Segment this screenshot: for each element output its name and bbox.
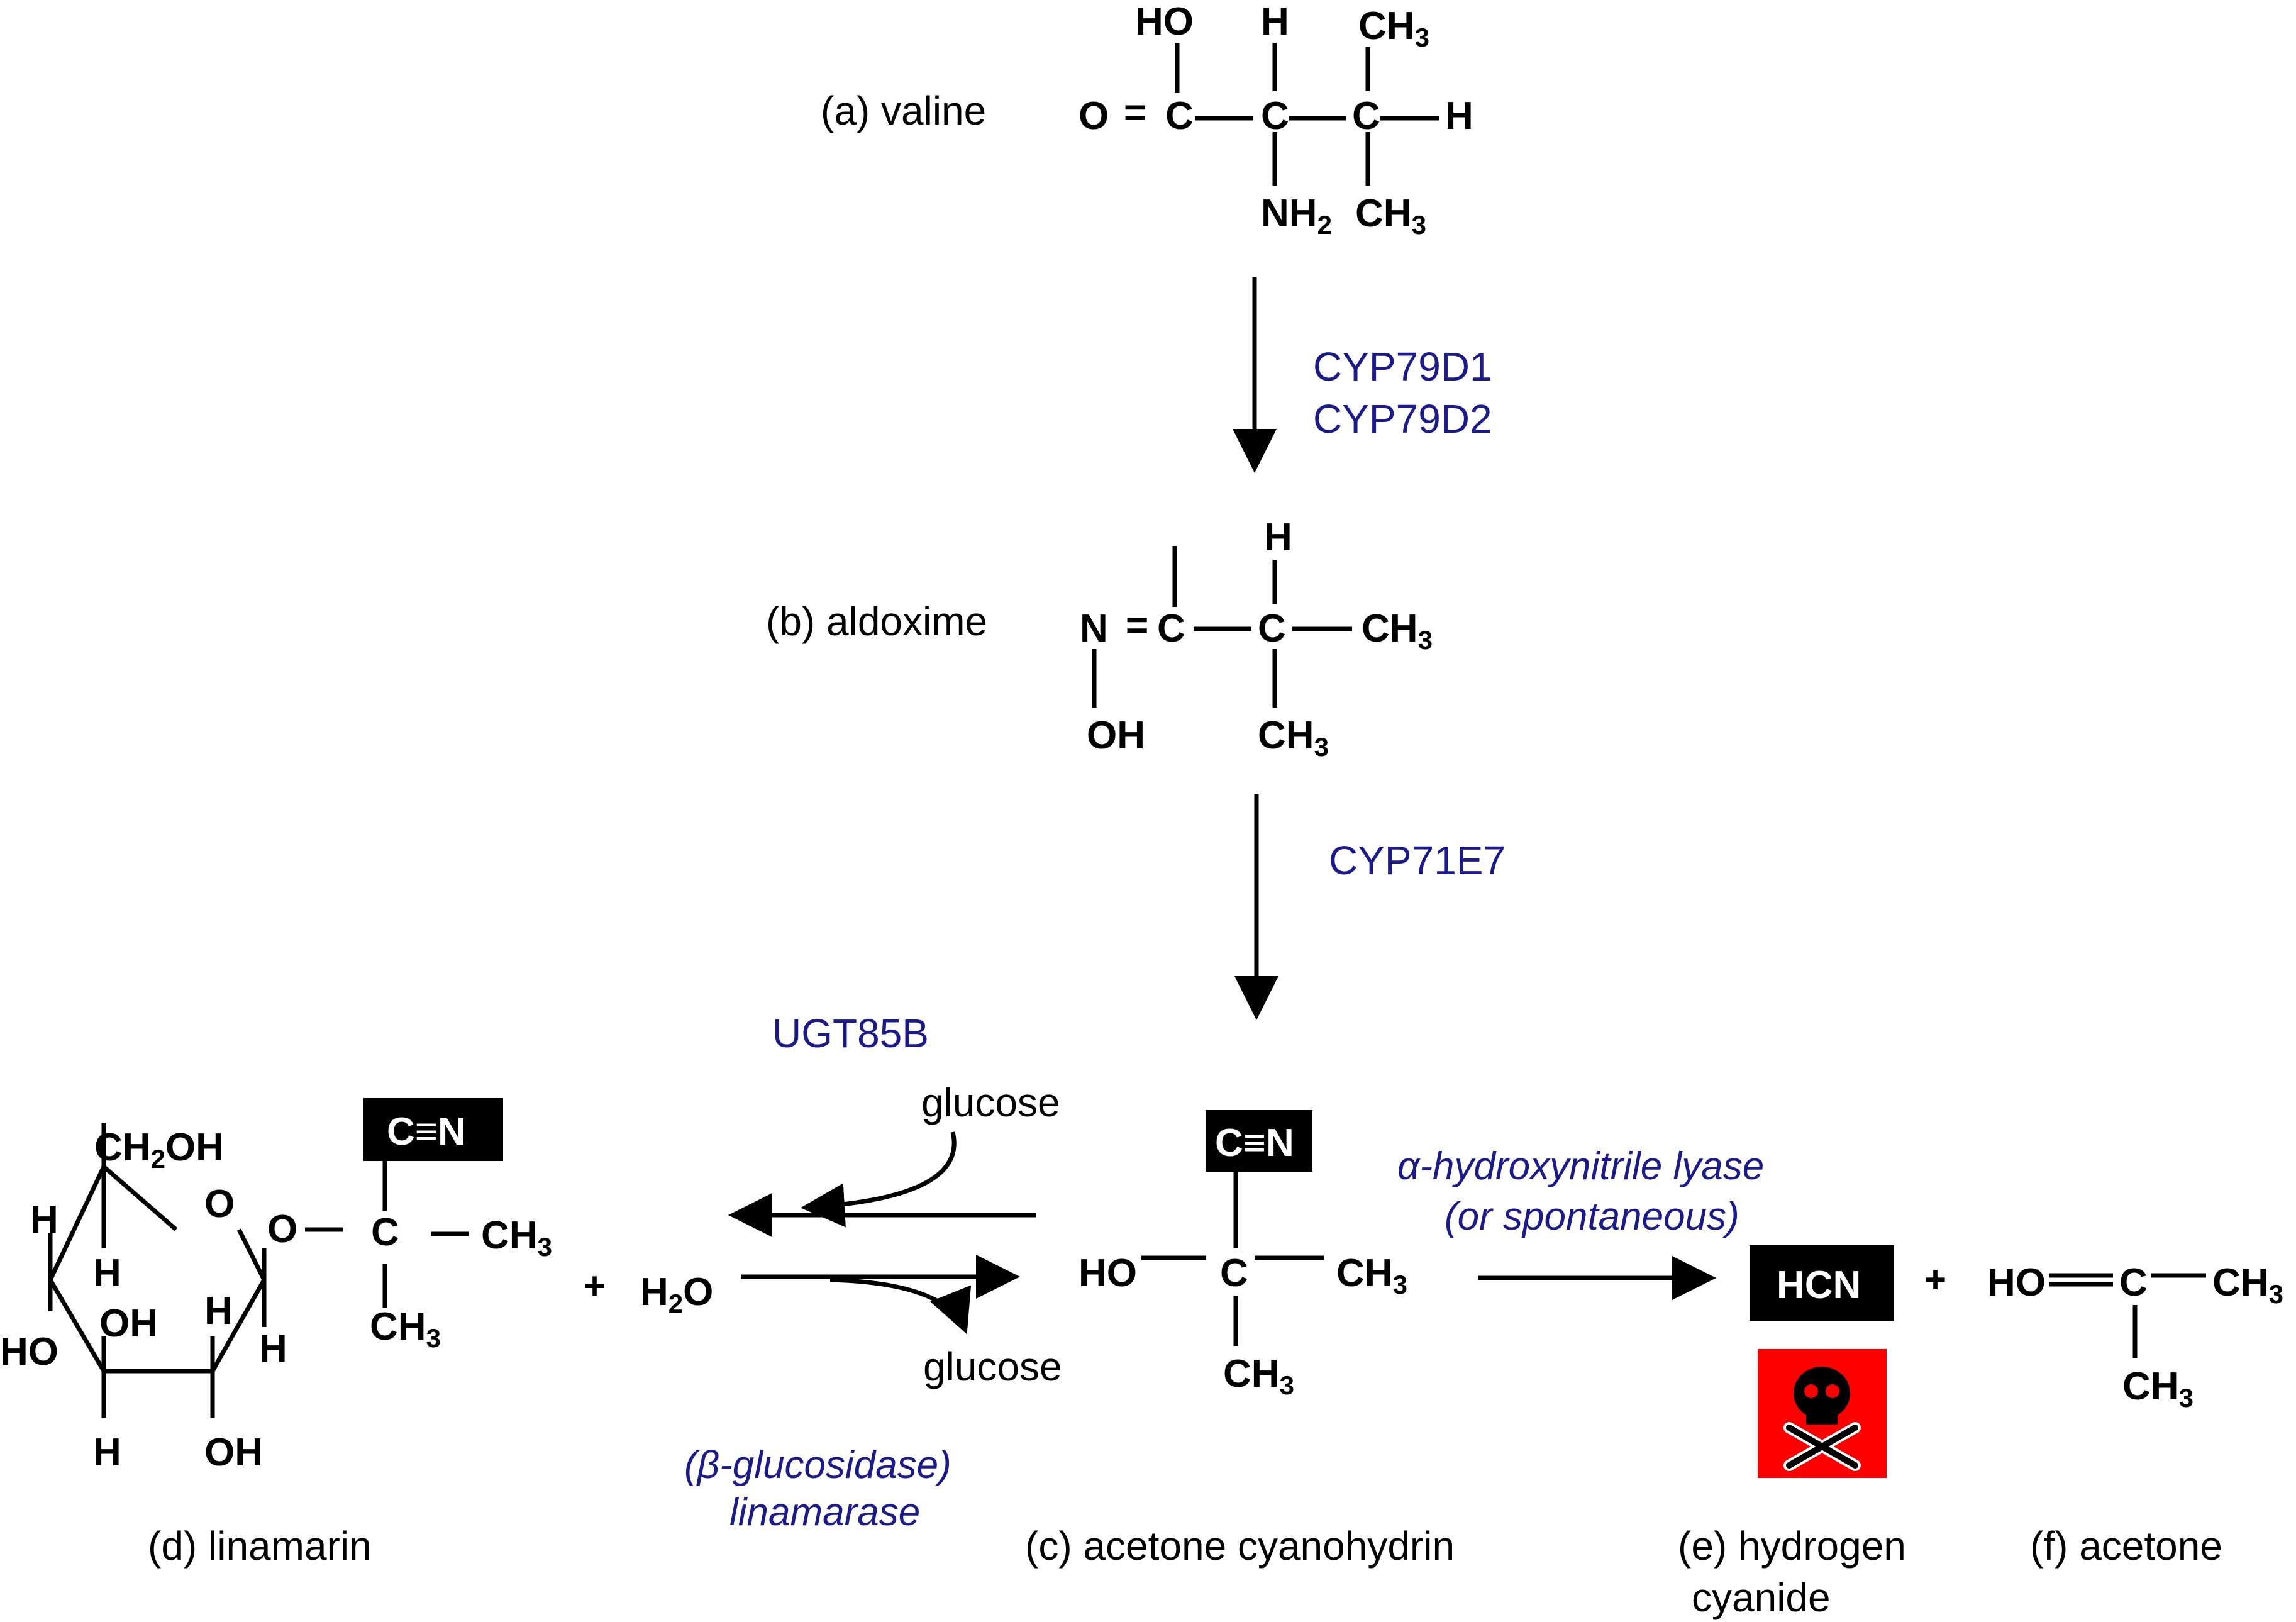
svg-text:CH3: CH3 xyxy=(1336,1252,1407,1299)
plus-sign-water: + xyxy=(584,1265,606,1307)
enzyme-ugt85b: UGT85B xyxy=(772,1011,929,1056)
aldoxime-structure: (b) aldoxime H N = C C CH3 OH CH3 xyxy=(766,516,1433,762)
svg-text:HO: HO xyxy=(1987,1261,2046,1304)
svg-text:C≡N: C≡N xyxy=(387,1110,466,1153)
svg-text:H: H xyxy=(259,1327,287,1370)
hcn-box xyxy=(1750,1245,1894,1321)
aldoxime-label: (b) aldoxime xyxy=(766,599,987,644)
svg-text:H: H xyxy=(30,1198,58,1241)
enzyme-linamarase: linamarase xyxy=(729,1491,920,1534)
enzyme-lyase: α-hydroxynitrile lyase xyxy=(1397,1145,1764,1188)
svg-text:O: O xyxy=(267,1208,297,1251)
svg-text:C: C xyxy=(1258,607,1286,650)
svg-text:OH: OH xyxy=(204,1431,263,1474)
svg-text:N: N xyxy=(1080,607,1108,650)
valine-label: (a) valine xyxy=(821,88,986,133)
enzyme-glucosidase: (β-glucosidase) xyxy=(684,1443,951,1487)
svg-text:C: C xyxy=(1352,94,1380,138)
enzyme-lyase-alt: (or spontaneous) xyxy=(1445,1195,1739,1238)
svg-text:H: H xyxy=(1261,0,1289,43)
svg-text:H: H xyxy=(1445,94,1473,138)
linamarin-label: (d) linamarin xyxy=(148,1523,372,1569)
enzyme-cyp79d2: CYP79D2 xyxy=(1313,396,1492,442)
svg-text:HO: HO xyxy=(1079,1252,1137,1295)
valine-structure: (a) valine HO H CH3 O = C C C H NH2 CH3 xyxy=(821,0,1473,240)
svg-text:C: C xyxy=(1165,94,1194,138)
svg-text:HO: HO xyxy=(0,1330,58,1374)
svg-text:CH3: CH3 xyxy=(1355,192,1426,240)
svg-text:C≡N: C≡N xyxy=(1215,1121,1294,1165)
svg-text:CH3: CH3 xyxy=(2122,1365,2193,1413)
water-label: H2O xyxy=(640,1270,713,1318)
linamarin-structure: CH2OH O H H HO OH H H OH H O C≡N C CH3 xyxy=(0,1098,552,1569)
nitrile-box-d xyxy=(363,1098,503,1161)
enzyme-cyp71e7: CYP71E7 xyxy=(1329,838,1506,883)
svg-text:HCN: HCN xyxy=(1777,1264,1861,1307)
svg-text:CH3: CH3 xyxy=(370,1305,441,1353)
enzyme-cyp79d1: CYP79D1 xyxy=(1313,344,1492,389)
acetone-label: (f) acetone xyxy=(2030,1523,2222,1569)
svg-text:H: H xyxy=(1264,516,1292,559)
svg-text:O: O xyxy=(1079,94,1109,138)
glucose-in-label: glucose xyxy=(921,1080,1060,1125)
glucose-out-label: glucose xyxy=(923,1344,1062,1389)
svg-text:H: H xyxy=(204,1289,233,1333)
svg-text:H: H xyxy=(93,1252,121,1295)
svg-text:C: C xyxy=(1220,1252,1248,1295)
svg-text:CH3: CH3 xyxy=(1362,607,1433,655)
svg-text:HO: HO xyxy=(1135,0,1194,43)
svg-text:H: H xyxy=(93,1431,121,1474)
acetone-cyanohydrin-structure: C≡N HO C CH3 CH3 (c) acetone cyanohydrin xyxy=(1025,1110,1455,1569)
acetone-cyanohydrin-label: (c) acetone cyanohydrin xyxy=(1025,1523,1455,1569)
hydrogen-cyanide-label: (e) hydrogen xyxy=(1678,1523,1906,1569)
cyanide-label: cyanide xyxy=(1692,1575,1831,1620)
svg-text:NH2: NH2 xyxy=(1261,192,1332,240)
hydrogen-cyanide-structure: HCN (e) hydrogen cyanide xyxy=(1678,1245,1906,1620)
svg-text:CH3: CH3 xyxy=(1258,714,1329,762)
acetone-structure: HO C CH3 CH3 (f) acetone xyxy=(1987,1261,2283,1569)
svg-text:CH3: CH3 xyxy=(1223,1352,1294,1400)
plus-sign-acetone: + xyxy=(1924,1258,1946,1301)
svg-text:C: C xyxy=(371,1211,399,1254)
svg-text:CH2OH: CH2OH xyxy=(94,1126,224,1174)
svg-text:CH3: CH3 xyxy=(481,1214,552,1262)
svg-text:C: C xyxy=(1157,607,1185,650)
svg-text:CH3: CH3 xyxy=(2212,1261,2283,1309)
svg-text:O: O xyxy=(204,1182,235,1226)
svg-text:C: C xyxy=(2119,1261,2148,1304)
svg-text:CH3: CH3 xyxy=(1358,4,1429,52)
nitrile-box-c xyxy=(1206,1110,1312,1172)
skull-crossbones-icon xyxy=(1758,1349,1887,1478)
svg-text:C: C xyxy=(1261,94,1289,138)
svg-text:=: = xyxy=(1126,604,1148,647)
svg-text:=: = xyxy=(1124,91,1146,135)
svg-text:OH: OH xyxy=(1087,714,1145,757)
svg-text:OH: OH xyxy=(99,1302,158,1345)
